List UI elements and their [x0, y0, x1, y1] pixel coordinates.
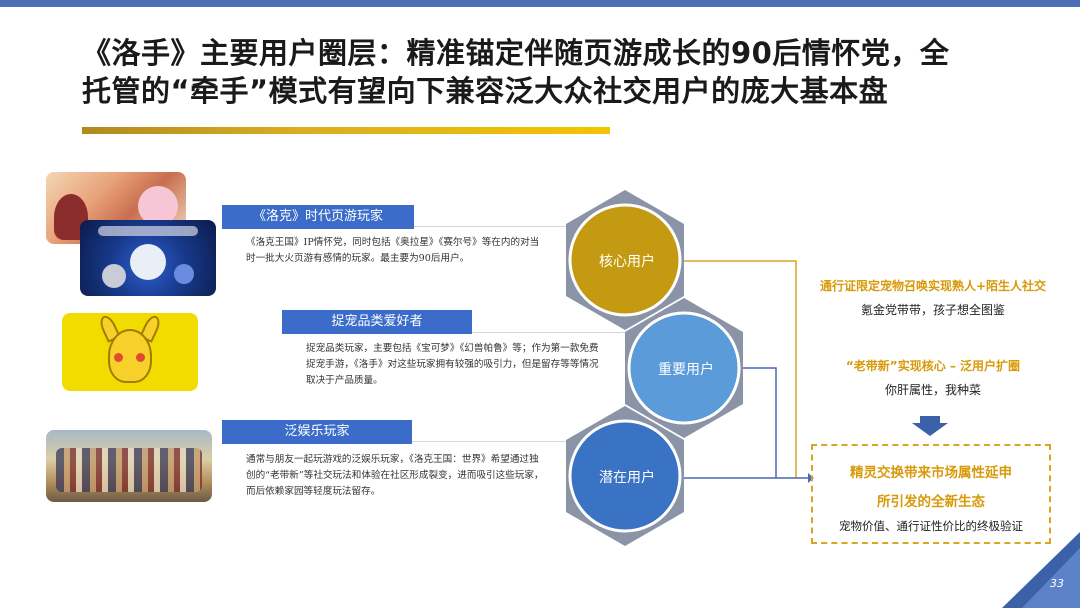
circle-label-potential: 潜在用户 — [599, 470, 655, 486]
segment-label-casual-players: 泛娱乐玩家 — [222, 420, 412, 444]
slide-title: 《洛手》主要用户圈层：精准锚定伴随页游成长的90后情怀党，全 托管的“牵手”模式… — [82, 34, 1042, 110]
down-arrow-icon — [912, 416, 948, 436]
segment-desc-webgame-players: 《洛克王国》IP情怀党，同时包括《奥拉星》《赛尔号》等在内的对当时一批大火页游有… — [246, 237, 540, 264]
segment-label-pet-catching-fans: 捉宠品类爱好者 — [282, 310, 472, 334]
callout-line-2: 所引发的全新生态 — [877, 494, 985, 510]
right-headline-1: 通行证限定宠物召唤实现熟人+陌生人社交 — [819, 279, 1047, 293]
seer-game-art-image — [80, 220, 216, 296]
roco-world-group-image — [46, 430, 212, 502]
callout-line-3: 宠物价值、通行证性价比的终极验证 — [839, 519, 1023, 533]
pikachu-image — [62, 313, 198, 391]
guide-line — [412, 441, 622, 442]
corner-triangle-light — [1022, 548, 1080, 608]
ecosystem-callout-box: 精灵交换带来市场属性延申 所引发的全新生态 宠物价值、通行证性价比的终极验证 — [811, 444, 1051, 544]
circle-important-users — [627, 311, 741, 425]
callout-line-1: 精灵交换带来市场属性延申 — [850, 465, 1012, 481]
page-number: 33 — [1050, 577, 1064, 590]
circle-label-core: 核心用户 — [599, 254, 655, 270]
circle-label-important: 重要用户 — [658, 362, 714, 378]
right-headline-2: “老带新”实现核心 – 泛用户扩圈 — [845, 359, 1021, 373]
segment-desc-casual-players: 通常与朋友一起玩游戏的泛娱乐玩家，《洛克王国：世界》希望通过独创的“老带新”等社… — [246, 454, 544, 497]
segment-desc-pet-catching-fans: 捉宠品类玩家，主要包括《宝可梦》《幻兽帕鲁》等；作为第一款免费捉宠手游，《洛手》… — [306, 343, 599, 386]
circle-core-users — [568, 203, 682, 317]
circle-potential-users — [568, 419, 682, 533]
title-underline — [82, 127, 610, 134]
slide-title-line-2: 托管的“牵手”模式有望向下兼容泛大众社交用户的庞大基本盘 — [82, 74, 889, 108]
right-subline-1: 氪金党带带，孩子想全图鉴 — [860, 303, 1005, 317]
guide-line — [414, 226, 624, 227]
guide-line — [472, 332, 642, 333]
slide-title-line-1: 《洛手》主要用户圈层：精准锚定伴随页游成长的90后情怀党，全 — [82, 36, 950, 70]
right-subline-2: 你肝属性，我种菜 — [884, 383, 981, 397]
connector-core — [684, 260, 797, 478]
segment-label-webgame-players: 《洛克》时代页游玩家 — [222, 205, 414, 229]
top-accent-bar — [0, 0, 1080, 7]
connector-important — [743, 367, 777, 478]
